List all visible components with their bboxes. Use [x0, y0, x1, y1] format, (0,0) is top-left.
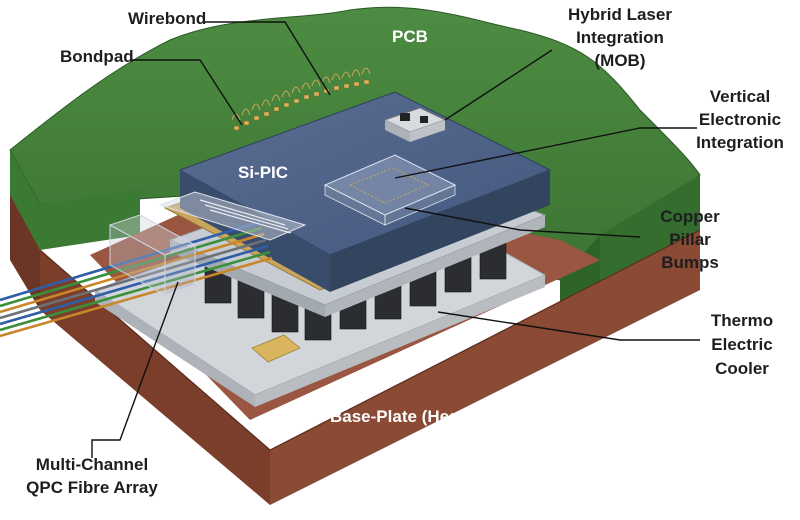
- label-copper-pillar: Copper Pillar Bumps: [660, 207, 720, 272]
- wirebond-row: [231, 67, 371, 121]
- label-vertical-line1: Vertical: [710, 87, 771, 106]
- label-hybrid-laser-line2: Integration: [576, 28, 664, 47]
- hybrid-laser-mob: [383, 107, 447, 142]
- label-fibre-line1: Multi-Channel: [36, 455, 148, 474]
- leader-lines: [91, 21, 700, 458]
- label-vertical-line2: Electronic: [699, 110, 781, 129]
- label-hybrid-laser-line1: Hybrid Laser: [568, 5, 672, 24]
- label-copper-line2: Pillar: [669, 230, 711, 249]
- label-thermo-line2: Electric: [711, 335, 772, 354]
- label-base-plate: Base-Plate (Heat-sink): [330, 407, 510, 426]
- label-vertical-line3: Integration: [696, 133, 784, 152]
- label-pcb: PCB: [392, 27, 428, 46]
- label-thermo-electric: Thermo Electric Cooler: [711, 311, 773, 378]
- fibre-array-block: [108, 191, 307, 296]
- label-copper-line3: Bumps: [661, 253, 719, 272]
- bondpad-row: [233, 79, 370, 131]
- label-hybrid-laser: Hybrid Laser Integration (MOB): [568, 5, 672, 70]
- label-hybrid-laser-line3: (MOB): [595, 51, 646, 70]
- vertical-electronic-box: [323, 154, 457, 226]
- fibre-bundle: [0, 220, 273, 338]
- label-fibre-array: Multi-Channel QPC Fibre Array: [26, 455, 158, 497]
- label-si-pic: Si-PIC: [238, 163, 288, 182]
- label-thermo-line3: Cooler: [715, 359, 769, 378]
- label-fibre-line2: QPC Fibre Array: [26, 478, 158, 497]
- label-wirebond: Wirebond: [128, 9, 206, 28]
- label-thermo-line1: Thermo: [711, 311, 773, 330]
- gold-contact-pad: [251, 334, 301, 363]
- label-vertical-electronic: Vertical Electronic Integration: [696, 87, 784, 152]
- label-copper-line1: Copper: [660, 207, 720, 226]
- label-bondpad: Bondpad: [60, 47, 134, 66]
